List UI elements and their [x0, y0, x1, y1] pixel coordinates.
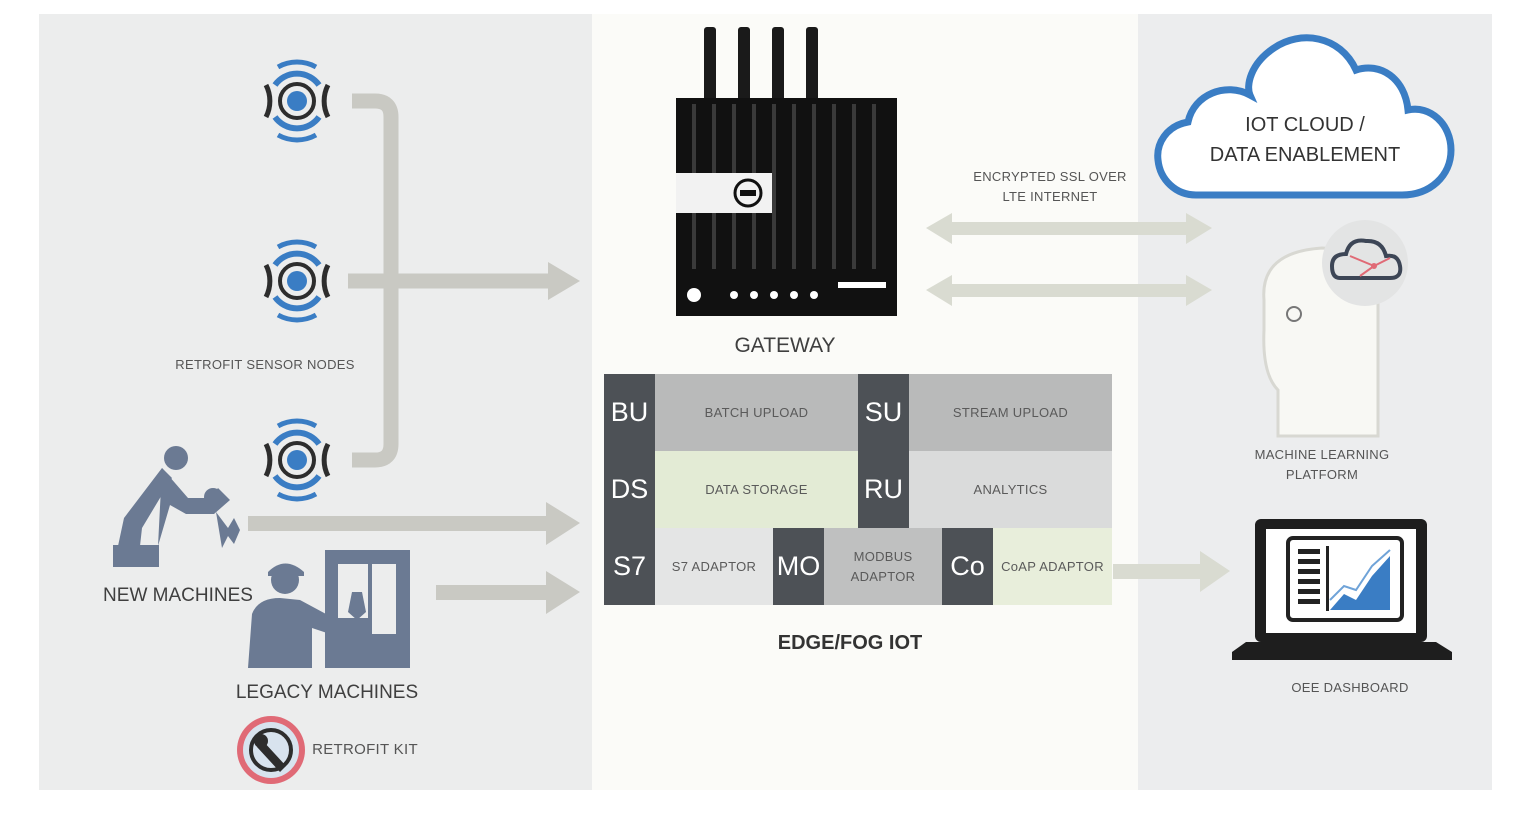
cloud-label-line2: DATA ENABLEMENT — [1209, 144, 1401, 166]
legacy-machines-arrow — [436, 585, 548, 600]
module-modbus-adaptor: MODBUS ADAPTOR — [824, 528, 942, 605]
sensor-node-icon — [266, 62, 328, 140]
module-s7-adaptor: S7 ADAPTOR — [655, 528, 773, 605]
robot-arm-icon — [113, 446, 240, 567]
edge-module-grid: BU BATCH UPLOAD SU STREAM UPLOAD DS DATA… — [604, 374, 1112, 605]
sensor-node-icon — [266, 421, 328, 499]
cloud-icon — [1154, 34, 1455, 199]
oee-dashboard-label: OEE DASHBOARD — [1291, 680, 1409, 695]
retrofit-kit-icon — [237, 716, 305, 784]
ml-head-icon — [1262, 220, 1408, 438]
cloud-label-line1: IOT CLOUD / — [1245, 114, 1365, 136]
sensor-arrow-head — [548, 262, 580, 300]
module-code-ds: DS — [604, 451, 655, 528]
new-machines-arrow — [248, 516, 548, 531]
retrofit-kit-label: RETROFIT KIT — [312, 741, 418, 758]
dashboard-arrow — [1113, 564, 1203, 579]
ssl-connection-label: ENCRYPTED SSL OVER LTE INTERNET — [950, 167, 1150, 207]
ml-platform-label: MACHINE LEARNING PLATFORM — [1222, 445, 1422, 485]
module-code-ru: RU — [858, 451, 909, 528]
legacy-machines-label: LEGACY MACHINES — [235, 682, 419, 703]
ml-label-line1: MACHINE LEARNING — [1254, 447, 1390, 462]
ssl-label-line2: LTE INTERNET — [1002, 189, 1098, 204]
module-code-mo: MO — [773, 528, 824, 605]
module-analytics: ANALYTICS — [909, 451, 1112, 528]
gateway-label: GATEWAY — [734, 334, 836, 357]
gateway-device-icon — [676, 27, 897, 316]
ml-label-line2: PLATFORM — [1285, 467, 1359, 482]
cloud-label: IOT CLOUD / DATA ENABLEMENT — [1185, 110, 1425, 170]
legacy-machine-icon — [248, 550, 410, 668]
module-batch-upload: BATCH UPLOAD — [655, 374, 858, 451]
module-code-s7: S7 — [604, 528, 655, 605]
edge-fog-label: EDGE/FOG IOT — [777, 632, 923, 654]
module-coap-adaptor: CoAP ADAPTOR — [993, 528, 1112, 605]
sensor-node-icon — [266, 242, 328, 320]
laptop-dashboard-icon — [1232, 519, 1452, 660]
module-code-co: Co — [942, 528, 993, 605]
sensor-bracket — [348, 93, 550, 468]
sensor-nodes-label: RETROFIT SENSOR NODES — [175, 357, 355, 372]
field-devices-panel — [39, 14, 592, 790]
new-machines-label: NEW MACHINES — [103, 585, 253, 606]
ssl-double-arrow — [926, 213, 1212, 306]
module-data-storage: DATA STORAGE — [655, 451, 858, 528]
module-code-bu: BU — [604, 374, 655, 451]
module-code-su: SU — [858, 374, 909, 451]
ssl-label-line1: ENCRYPTED SSL OVER — [973, 169, 1127, 184]
module-stream-upload: STREAM UPLOAD — [909, 374, 1112, 451]
